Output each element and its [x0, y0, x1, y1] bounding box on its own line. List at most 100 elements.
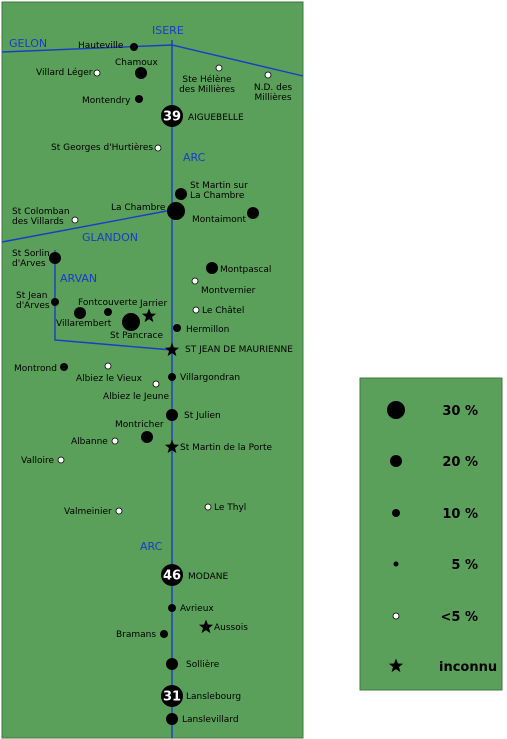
- place-label: Montvernier: [201, 286, 256, 296]
- river-label-arc-top: ARC: [183, 151, 206, 164]
- place-marker: [168, 604, 176, 612]
- place-montaimont: Montaimont: [192, 207, 259, 225]
- legend-label: 5 %: [451, 558, 478, 573]
- place-solliere: Sollière: [166, 658, 220, 670]
- place-label: Montpascal: [220, 265, 271, 275]
- place-label: Valmeinier: [64, 507, 112, 517]
- legend-item-30: 30 %: [387, 401, 478, 419]
- legend-marker: [388, 658, 404, 673]
- place-st-martin-de-la-porte: St Martin de la Porte: [164, 439, 273, 454]
- place-marker: [152, 380, 160, 388]
- place-le-thyl: Le Thyl: [204, 503, 246, 513]
- place-marker-value: 31: [163, 690, 181, 705]
- place-marker: [51, 298, 59, 306]
- place-label: Avrieux: [180, 604, 214, 614]
- place-label: Villard Léger: [36, 67, 93, 78]
- place-marker: [168, 373, 176, 381]
- place-marker: [204, 503, 212, 511]
- place-label: MODANE: [188, 572, 229, 582]
- place-marker: [104, 308, 112, 316]
- river-label-arc-bottom: ARC: [140, 540, 163, 553]
- place-marker: [166, 409, 178, 421]
- place-albiez-le-vieux: Albiez le Vieux: [76, 362, 143, 384]
- place-marker: [215, 64, 223, 72]
- place-marker: [175, 188, 187, 200]
- place-marker: [71, 216, 79, 224]
- place-marker: [161, 105, 183, 127]
- place-marker: [122, 313, 140, 331]
- place-marker: [57, 456, 65, 464]
- legend-marker: [387, 401, 405, 419]
- place-label: Aussois: [214, 623, 248, 633]
- river-label-isere: ISERE: [152, 24, 184, 37]
- place-villard-leger: Villard Léger: [36, 67, 101, 78]
- place-label: St Georges d'Hurtières: [51, 142, 153, 153]
- river-labels: ISERE GELON ARC GLANDON ARVAN ARC: [9, 24, 206, 553]
- place-marker: [49, 252, 61, 264]
- legend-item-inconnu: inconnu: [388, 658, 497, 675]
- place-aussois: Aussois: [198, 619, 248, 634]
- place-label: Valloire: [21, 456, 54, 466]
- place-st-georges-d-hurtieres: St Georges d'Hurtières: [51, 142, 162, 153]
- place-label: Montendry: [82, 96, 131, 106]
- place-marker: [247, 207, 259, 219]
- legend-label: inconnu: [439, 660, 497, 675]
- place-villargondran: Villargondran: [168, 373, 240, 383]
- place-chamoux: Chamoux: [115, 58, 158, 79]
- place-marker: [154, 144, 162, 152]
- place-label: Hauteville: [78, 41, 124, 51]
- place-label: Albiez le Jeune: [103, 392, 169, 402]
- place-label: Le Châtel: [202, 306, 244, 316]
- place-marker: [135, 95, 143, 103]
- place-marker: [160, 630, 168, 638]
- place-marker: [167, 202, 185, 220]
- legend-marker: [392, 509, 400, 517]
- place-marker: [164, 342, 180, 357]
- legend-label: <5 %: [441, 610, 479, 625]
- place-marker-value: 39: [163, 110, 181, 125]
- place-marker: [264, 71, 272, 79]
- place-label: La Chambre: [111, 203, 166, 213]
- place-label: Montrond: [14, 364, 57, 374]
- legend-box: [359, 377, 503, 691]
- place-marker: [206, 262, 218, 274]
- legend-marker: [392, 612, 400, 620]
- place-marker: [161, 685, 183, 707]
- place-label: AIGUEBELLE: [188, 113, 244, 123]
- river-label-gelon: GELON: [9, 37, 47, 50]
- legend-item-5: 5 %: [393, 558, 478, 573]
- legend-label: 20 %: [442, 455, 478, 470]
- place-lanslevillard: Lanslevillard: [166, 713, 239, 725]
- place-marker: [130, 43, 138, 51]
- place-marker: [198, 619, 214, 634]
- legend-label: 10 %: [442, 507, 478, 522]
- place-marker: [164, 439, 180, 454]
- place-avrieux: Avrieux: [168, 604, 214, 614]
- place-label: ST JEAN DE MAURIENNE: [185, 345, 293, 355]
- place-marker: [74, 307, 86, 319]
- place-st-julien: St Julien: [166, 409, 221, 421]
- legend-marker: [393, 561, 399, 567]
- rivers: [1, 40, 304, 738]
- place-montricher: Montricher: [115, 420, 164, 443]
- place-jarrier: Jarrier: [139, 299, 167, 323]
- legend-item-5: <5 %: [392, 610, 479, 625]
- place-label: Lanslevillard: [182, 715, 239, 725]
- place-marker-value: 46: [163, 569, 181, 584]
- place-marker: [166, 713, 178, 725]
- place-marker: [161, 564, 183, 586]
- place-label: Chamoux: [115, 58, 158, 68]
- place-marker: [191, 277, 199, 285]
- place-marker: [166, 658, 178, 670]
- place-label: Jarrier: [139, 299, 167, 309]
- place-marker: [135, 67, 147, 79]
- place-hauteville: Hauteville: [78, 41, 138, 51]
- place-label: St Pancrace: [110, 331, 163, 341]
- place-modane: 46 MODANE: [161, 564, 229, 586]
